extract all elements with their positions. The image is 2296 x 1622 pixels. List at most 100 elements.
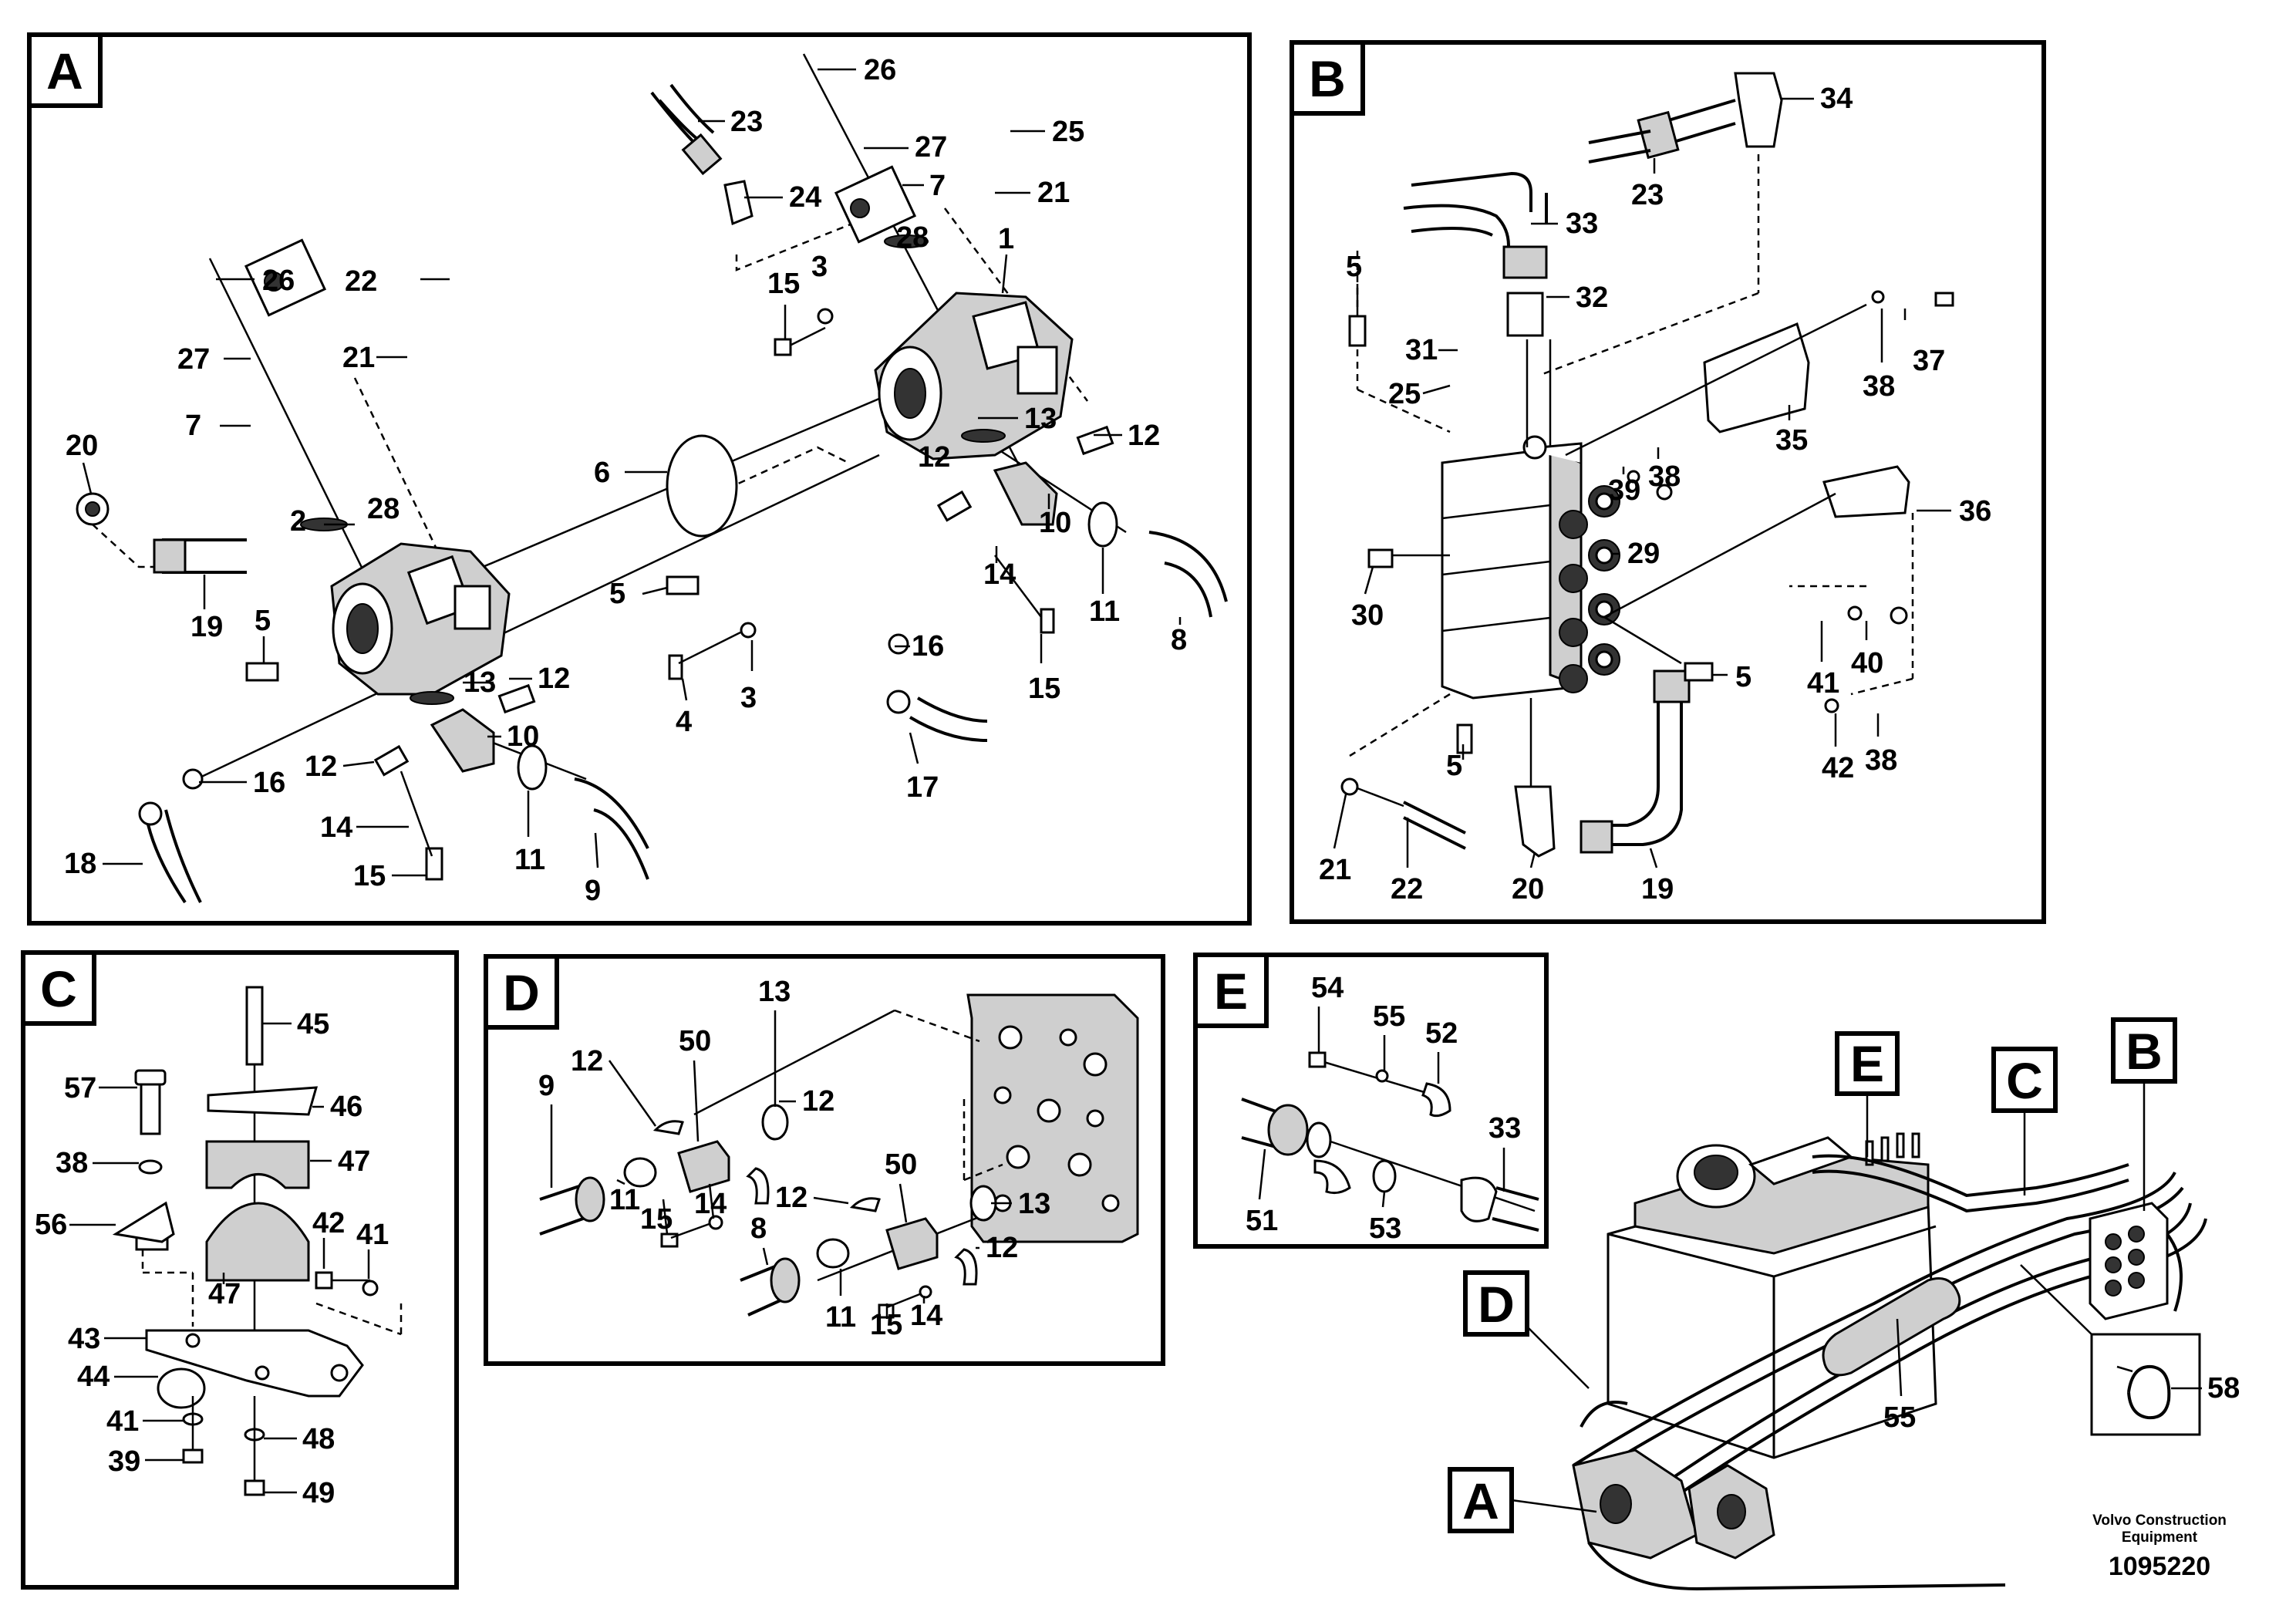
callout-number: 29 bbox=[1627, 538, 1660, 570]
callout-number: 55 bbox=[1883, 1401, 1916, 1434]
overview-callout-d: D bbox=[1478, 1276, 1515, 1333]
callout-number: 9 bbox=[538, 1070, 555, 1102]
callout-number: 41 bbox=[106, 1405, 139, 1438]
callout-number: 13 bbox=[1018, 1188, 1050, 1220]
callout-number: 28 bbox=[367, 493, 400, 525]
callout-number: 43 bbox=[68, 1323, 100, 1355]
callout-number: 48 bbox=[302, 1423, 335, 1455]
callout-number: 15 bbox=[640, 1203, 673, 1236]
callout-number: 13 bbox=[758, 976, 791, 1008]
callout-number: 8 bbox=[1171, 624, 1187, 656]
elbow-10-left bbox=[430, 708, 495, 773]
pump-1 bbox=[874, 292, 1074, 460]
callout-number: 41 bbox=[356, 1219, 389, 1251]
panel-e-label-box bbox=[1193, 953, 1269, 1028]
overview-callout-d-box bbox=[1463, 1270, 1529, 1337]
detail-58-box bbox=[2090, 1333, 2201, 1436]
callout-number: 7 bbox=[185, 410, 201, 442]
callout-number: 10 bbox=[507, 720, 539, 753]
callout-number: 22 bbox=[1391, 873, 1423, 905]
callout-number: 44 bbox=[77, 1361, 110, 1393]
panel-c-frame bbox=[21, 950, 459, 1590]
callout-number: 12 bbox=[571, 1045, 603, 1077]
callout-number: 6 bbox=[594, 457, 610, 489]
callout-number: 37 bbox=[1913, 345, 1945, 377]
callout-number: 22 bbox=[345, 265, 377, 298]
callout-number: 53 bbox=[1369, 1212, 1401, 1245]
callout-number: 51 bbox=[1246, 1205, 1278, 1237]
callout-number: 1 bbox=[998, 223, 1014, 255]
callout-number: 5 bbox=[1446, 750, 1462, 782]
callout-number: 23 bbox=[1631, 179, 1664, 211]
callout-number: 15 bbox=[767, 268, 800, 300]
panel-d-frame bbox=[484, 954, 1165, 1366]
pump-2 bbox=[330, 542, 511, 696]
bracket-35 bbox=[1703, 322, 1810, 433]
callout-number: 55 bbox=[1373, 1000, 1405, 1033]
callout-number: 28 bbox=[896, 221, 929, 254]
callout-number: 16 bbox=[253, 767, 285, 799]
callout-number: 12 bbox=[1128, 420, 1160, 452]
callout-number: 12 bbox=[986, 1232, 1018, 1264]
callout-number: 27 bbox=[177, 343, 210, 376]
overview-callout-a: A bbox=[1462, 1472, 1499, 1529]
bracket-36 bbox=[1822, 465, 1910, 518]
valve-block-29 bbox=[1441, 435, 1620, 700]
machine-overview: E C B D A 55 58 Volvo Construction Equip… bbox=[1448, 1017, 2240, 1591]
callout-number: 12 bbox=[918, 441, 950, 474]
callout-number: 5 bbox=[1735, 661, 1752, 693]
block-7-right bbox=[834, 165, 917, 244]
callout-number: 27 bbox=[915, 131, 947, 164]
callout-number: 2 bbox=[290, 505, 306, 538]
callout-number: 19 bbox=[1641, 873, 1674, 905]
callout-number: 52 bbox=[1425, 1017, 1458, 1050]
callout-number: 23 bbox=[730, 106, 763, 138]
sleeve-55 bbox=[1822, 1277, 1961, 1377]
panel-a-frame bbox=[27, 32, 1252, 926]
panel-b: B bbox=[1290, 40, 2046, 924]
callout-number: 5 bbox=[1346, 251, 1362, 283]
panel-c-label-box bbox=[21, 950, 96, 1026]
callout-number: 56 bbox=[35, 1209, 67, 1241]
callout-number: 24 bbox=[789, 181, 821, 214]
callout-number: 46 bbox=[330, 1091, 362, 1123]
panel-e-label: E bbox=[1214, 963, 1248, 1020]
callout-number: 3 bbox=[740, 682, 757, 714]
panel-c: C 45 57 46 38 47 bbox=[21, 950, 459, 1590]
callout-number: 26 bbox=[262, 265, 295, 297]
fitting-51 bbox=[1267, 1104, 1309, 1156]
panel-e-frame bbox=[1193, 953, 1549, 1249]
panel-c-label: C bbox=[40, 960, 77, 1017]
panel-e-callouts: 54 55 52 33 51 53 bbox=[1246, 972, 1521, 1245]
callout-number: 19 bbox=[190, 611, 223, 643]
panel-b-callouts: 34 23 33 32 5 31 25 37 38 35 39 38 36 29… bbox=[1319, 83, 1991, 905]
callout-number: 21 bbox=[342, 342, 375, 374]
callout-number: 14 bbox=[320, 811, 352, 844]
panel-d: D 13 50 bbox=[484, 954, 1165, 1366]
callout-number: 12 bbox=[538, 663, 570, 695]
callout-number: 47 bbox=[338, 1145, 370, 1178]
callout-number: 25 bbox=[1388, 378, 1421, 410]
callout-number: 38 bbox=[1648, 460, 1681, 493]
callout-number: 5 bbox=[255, 605, 271, 637]
callout-number: 16 bbox=[912, 630, 944, 663]
overview-callout-b: B bbox=[2126, 1023, 2163, 1080]
callout-number: 18 bbox=[64, 848, 96, 880]
callout-number: 14 bbox=[983, 558, 1016, 591]
callout-number: 10 bbox=[1039, 507, 1071, 539]
panel-a-label-box bbox=[27, 32, 103, 108]
footer-company-line1: Volvo Construction bbox=[2092, 1512, 2227, 1529]
callout-number: 33 bbox=[1489, 1112, 1521, 1145]
callout-number: 21 bbox=[1319, 854, 1351, 886]
panel-a: A bbox=[27, 32, 1252, 926]
callout-number: 38 bbox=[1865, 744, 1897, 777]
panel-d-callouts: 13 50 12 9 12 11 15 14 50 12 13 8 12 11 … bbox=[538, 976, 1050, 1341]
overview-callout-e: E bbox=[1850, 1035, 1884, 1092]
callout-number: 58 bbox=[2207, 1372, 2240, 1404]
footer-doc-number: 1095220 bbox=[2109, 1552, 2210, 1581]
callout-number: 20 bbox=[66, 430, 98, 462]
callout-number: 12 bbox=[305, 750, 337, 783]
callout-number: 8 bbox=[750, 1212, 767, 1245]
callout-number: 54 bbox=[1311, 972, 1344, 1004]
callout-number: 20 bbox=[1512, 873, 1544, 905]
